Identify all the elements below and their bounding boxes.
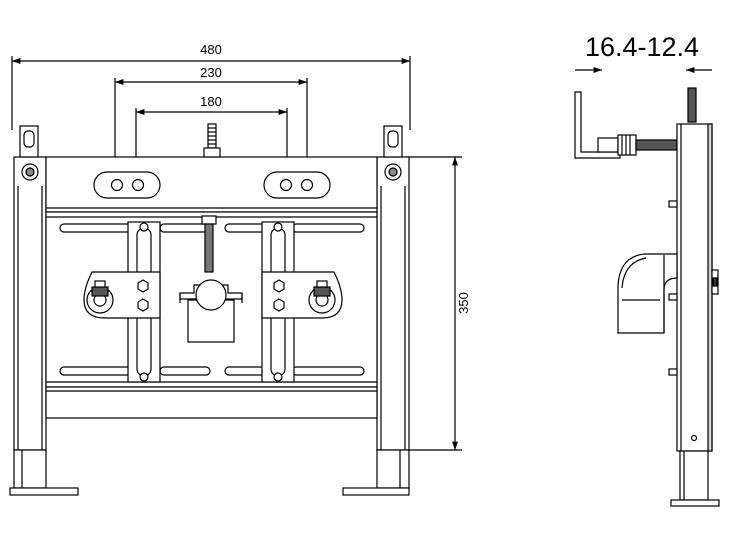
side-top-rod: [687, 87, 697, 123]
side-threaded-rod: [635, 139, 678, 151]
side-frame-column: [668, 123, 719, 452]
dim-label-depth: 16.4-12.4: [585, 32, 699, 62]
top-crossbar: [45, 156, 378, 213]
dim-label-180: 180: [200, 94, 222, 109]
dimension-350: [405, 156, 462, 451]
lower-crossbar: [45, 386, 378, 419]
side-view: [574, 67, 720, 507]
fitting-bracket-right: [261, 271, 343, 319]
dim-label-350: 350: [456, 292, 471, 314]
fitting-bracket-left: [83, 271, 161, 319]
center-pipe-clamp: [179, 215, 243, 343]
top-threaded-rod: [203, 123, 221, 158]
wall-bracket: [574, 91, 637, 159]
dim-label-230: 230: [200, 65, 222, 80]
front-view: [9, 56, 462, 496]
dim-label-480: 480: [200, 42, 222, 57]
dimension-480: [11, 56, 411, 130]
side-elbow-pipe: [617, 253, 678, 334]
side-foot: [670, 450, 720, 507]
left-post: [9, 125, 79, 496]
